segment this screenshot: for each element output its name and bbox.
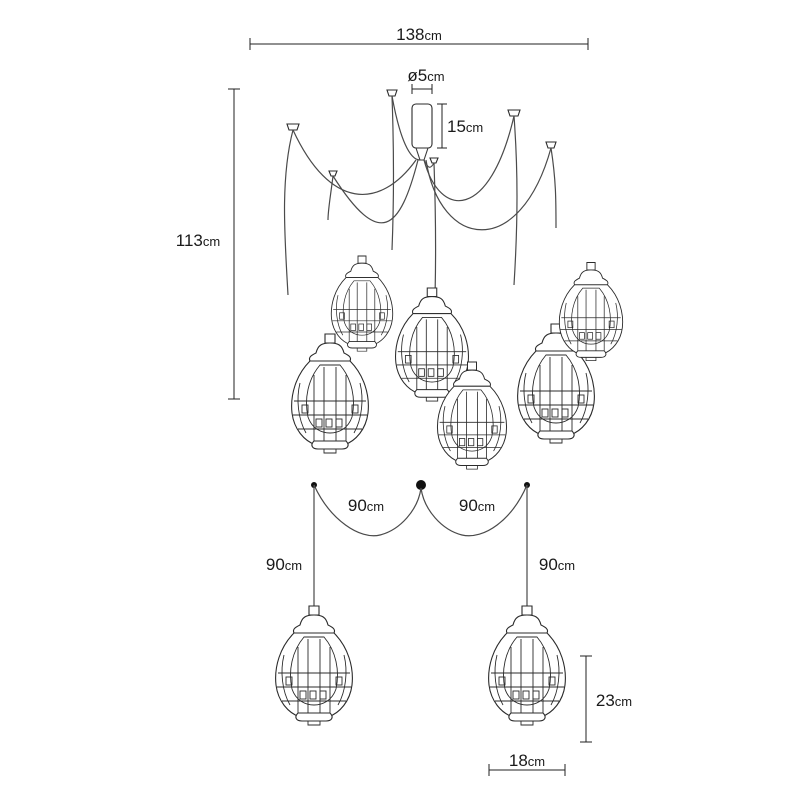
canopy <box>411 103 433 161</box>
span-right-label: 90cm <box>459 496 495 515</box>
pendant-shades <box>291 255 624 470</box>
canopy-height-label: 15cm <box>447 117 483 136</box>
detail-shade-right <box>488 605 566 726</box>
detail-shade-left <box>275 605 353 726</box>
height-dimension: 113cm <box>176 88 240 400</box>
shade-6 <box>558 262 624 362</box>
width-label: 138cm <box>396 25 442 44</box>
drop-left-label: 90cm <box>266 555 302 574</box>
width-dimension: 138cm <box>249 25 589 50</box>
shade-width-dimension: 18cm <box>488 751 566 776</box>
span-left-label: 90cm <box>348 496 384 515</box>
canopy-diameter-label: ø5cm <box>407 66 444 85</box>
canopy-diameter-dimension: ø5cm <box>407 66 445 94</box>
canopy-height-dimension: 15cm <box>437 103 483 149</box>
detail-shades <box>275 605 566 726</box>
ceiling-hooks <box>286 89 557 177</box>
height-label: 113cm <box>176 231 220 250</box>
shade-height-dimension: 23cm <box>580 655 632 743</box>
shade-height-label: 23cm <box>596 691 632 710</box>
shade-width-label: 18cm <box>509 751 545 770</box>
shade-1 <box>291 333 369 454</box>
shade-2 <box>330 255 394 352</box>
drop-right-label: 90cm <box>539 555 575 574</box>
span-labels: 90cm 90cm 90cm 90cm <box>266 496 575 574</box>
